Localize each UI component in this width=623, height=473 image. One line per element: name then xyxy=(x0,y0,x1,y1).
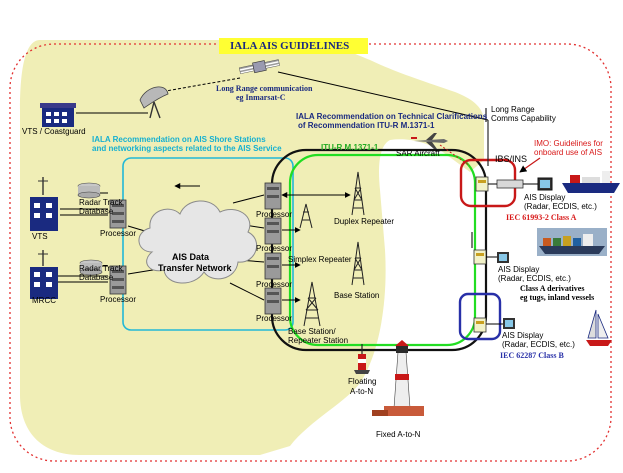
processor-right-1-label: Processor xyxy=(256,210,293,219)
database-icon xyxy=(79,259,103,276)
satellite-dish-icon xyxy=(139,86,169,119)
base-station-label: Base Station xyxy=(334,291,380,300)
network-label-line2: Transfer Network xyxy=(158,263,232,273)
vts-coastguard-building-icon xyxy=(40,103,76,127)
vts-building-icon xyxy=(30,177,58,231)
processor-right-4-label: Processor xyxy=(256,314,293,323)
title-background xyxy=(219,38,368,54)
floating-aton-line2: A-to-N xyxy=(350,387,374,396)
lattice-tower-icon xyxy=(303,281,321,327)
sailboat-icon xyxy=(586,309,612,346)
vts-coastguard-label: VTS / Coastguard xyxy=(22,127,86,136)
iala-rec-shore-line1: IALA Recommendation on AIS Shore Station… xyxy=(92,135,266,144)
ais-display-b-line1: AIS Display xyxy=(502,331,544,340)
processor-right-3-label: Processor xyxy=(256,280,293,289)
iala-rec-itu-line2: of Recommendation ITU-R M.1371-1 xyxy=(298,121,435,130)
processor-rack-icon xyxy=(264,287,282,315)
processor-rack-icon xyxy=(109,199,127,229)
mrcc-building-icon xyxy=(30,250,58,299)
processor-left-2-label: Processor xyxy=(100,295,137,304)
monitor-icon xyxy=(486,318,515,329)
ais-transponder-icon xyxy=(496,179,524,189)
ais-display-mid-line2: (Radar, ECDIS, etc.) xyxy=(498,274,571,283)
lattice-tower-icon xyxy=(299,203,313,229)
satellite-icon xyxy=(238,59,280,75)
buoy-icon xyxy=(354,344,370,374)
radar-track-db-2-line2: Database xyxy=(79,273,114,282)
network-label-line1: AIS Data xyxy=(172,252,210,262)
imo-guidelines-line1: IMO: Guidelines for xyxy=(534,139,603,148)
iec-class-a-label: IEC 61993-2 Class A xyxy=(506,213,577,222)
processor-right-2-label: Processor xyxy=(256,244,293,253)
satellite-label-line1: Long Range communication xyxy=(216,84,313,93)
radar-track-db-1-line2: Database xyxy=(79,207,114,216)
monitor-icon xyxy=(488,177,553,191)
ibs-ins-label: IBS/INS xyxy=(495,154,528,164)
lattice-tower-icon xyxy=(351,171,365,216)
class-a-derivatives-line2: eg tugs, inland vessels xyxy=(520,293,595,302)
ais-transponder-icon xyxy=(475,176,489,192)
iala-rec-shore-line2: and networking aspects related to the AI… xyxy=(92,144,282,153)
long-range-label-line1: Long Range xyxy=(491,105,535,114)
itu-r-label: ITU-R M.1371-1 xyxy=(321,143,379,152)
radar-track-db-1-line1: Radar Track xyxy=(79,198,123,207)
ais-transponder-icon xyxy=(473,249,487,265)
lighthouse-icon xyxy=(372,340,424,416)
ais-display-b-line2: (Radar, ECDIS, etc.) xyxy=(502,340,575,349)
container-ship-icon xyxy=(537,228,607,256)
shore-network-box xyxy=(122,157,294,331)
cloud-network-icon xyxy=(138,200,258,284)
processor-rack-icon xyxy=(109,265,127,295)
processor-left-1-label: Processor xyxy=(100,229,137,238)
lattice-tower-icon xyxy=(351,241,365,286)
sar-aircraft-label: SAR Aircraft xyxy=(396,149,440,158)
diagram-title: IALA AIS GUIDELINES xyxy=(230,40,350,52)
imo-arrow xyxy=(519,157,541,173)
class-b-highlight xyxy=(458,292,502,341)
simplex-repeater-label: Simplex Repeater xyxy=(288,255,352,264)
antenna-icon xyxy=(471,108,489,248)
long-range-label-line2: Comms Capability xyxy=(491,114,556,123)
aircraft-icon xyxy=(411,133,448,149)
radar-track-db-2-line1: Radar Track xyxy=(79,264,123,273)
base-repeater-line1: Base Station/ xyxy=(288,327,336,336)
floating-aton-line1: Floating xyxy=(348,377,377,386)
iala-rec-itu-line1: IALA Recommendation on Technical Clarifi… xyxy=(296,112,488,121)
ais-display-a-line1: AIS Display xyxy=(524,193,566,202)
ais-display-a-line2: (Radar, ECDIS, etc.) xyxy=(524,202,597,211)
base-repeater-line2: Repeater Station xyxy=(288,336,349,345)
ais-transponder-icon xyxy=(473,317,487,333)
monitor-icon xyxy=(486,252,509,263)
duplex-repeater-label: Duplex Repeater xyxy=(334,217,395,226)
database-icon xyxy=(77,182,101,199)
satellite-label-line2: eg Inmarsat-C xyxy=(236,93,286,102)
ship-icon xyxy=(562,171,620,193)
ais-display-mid-line1: AIS Display xyxy=(498,265,540,274)
processor-rack-icon xyxy=(264,252,282,280)
iec-class-b-label: IEC 62287 Class B xyxy=(500,351,564,360)
fixed-aton-label: Fixed A-to-N xyxy=(376,430,421,439)
vts-label: VTS xyxy=(32,232,48,241)
processor-rack-icon xyxy=(264,217,282,245)
imo-guidelines-line2: onboard use of AIS xyxy=(534,148,603,157)
class-a-derivatives-line1: Class A derivatives xyxy=(520,284,585,293)
mrcc-label: MRCC xyxy=(32,296,56,305)
processor-rack-icon xyxy=(264,182,282,210)
